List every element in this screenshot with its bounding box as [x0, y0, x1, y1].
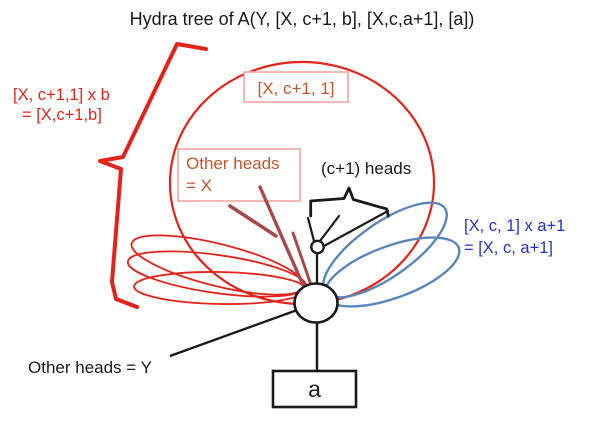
x-c1-1-label-box	[243, 71, 349, 103]
head-edge-1	[306, 216, 316, 243]
body-node	[293, 282, 339, 324]
red-product-label-line2: = [X,c+1,b]	[22, 106, 102, 124]
other-heads-x-label-line2: = X	[186, 176, 212, 195]
red-curly-brace	[98, 42, 208, 309]
c1-heads-brace	[309, 186, 390, 218]
other-heads-x-pointer-line-2	[258, 185, 305, 287]
root-node-label: a	[308, 376, 321, 402]
head-edge-3	[322, 209, 390, 248]
x-c1-1-label: [X, c+1, 1]	[257, 79, 334, 98]
other-heads-x-pointer-line-3	[291, 231, 312, 284]
head-edge-2	[318, 214, 341, 243]
diagram-title: Hydra tree of A(Y, [X, c+1, b], [X,c,a+1…	[130, 9, 475, 29]
root-node-box	[271, 369, 358, 409]
neck-node	[310, 239, 325, 255]
red-petal-ellipse-2	[126, 250, 308, 298]
red-product-label-line1: [X, c+1,1] x b	[13, 86, 110, 104]
blue-product-label-line2: = [X, c, a+1]	[464, 239, 553, 257]
blue-product-label-line1: [X, c, 1] x a+1	[464, 217, 565, 235]
other-heads-y-line	[169, 307, 301, 358]
other-heads-y-label: Other heads = Y	[28, 358, 152, 377]
other-heads-x-pointer-line-1	[228, 204, 278, 238]
other-heads-x-label-box	[177, 148, 301, 202]
other-heads-x-label-line1: Other heads	[186, 154, 280, 173]
c1-heads-label: (c+1) heads	[321, 159, 411, 178]
